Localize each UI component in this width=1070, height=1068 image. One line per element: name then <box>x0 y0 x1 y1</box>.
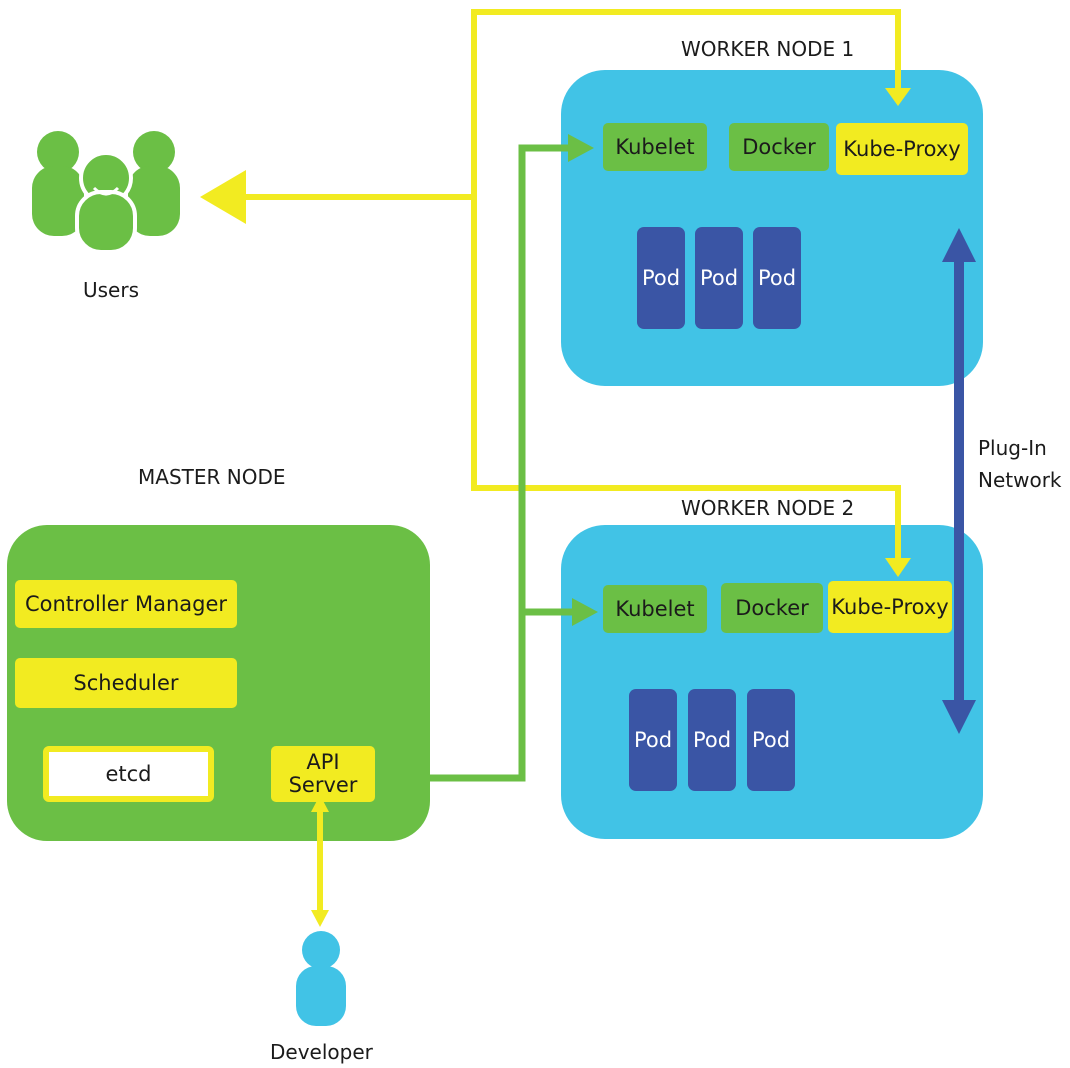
users-arrowhead <box>200 170 246 224</box>
network-arrow-shaft <box>954 252 964 712</box>
controller-manager: Controller Manager <box>15 580 237 628</box>
kubelet1-arrowhead <box>568 134 594 162</box>
pod-worker-2: Pod <box>747 689 795 791</box>
api-server: API Server <box>271 746 375 802</box>
network-arrowhead-bottom <box>942 700 976 734</box>
kubelet-worker-2: Kubelet <box>603 585 707 633</box>
api-server-label-line1: API <box>306 750 340 774</box>
kubelet2-arrowhead <box>572 598 598 626</box>
network-arrowhead-top <box>942 228 976 262</box>
green-line-api-server <box>430 144 572 782</box>
network-label-line1: Plug-In <box>978 436 1047 460</box>
developer-label: Developer <box>270 1040 373 1064</box>
developer-arrow-down <box>311 910 329 927</box>
kube-proxy-worker-2: Kube-Proxy <box>828 581 952 633</box>
pod-worker-2: Pod <box>629 689 677 791</box>
worker-node-1-title: WORKER NODE 1 <box>681 37 855 61</box>
users-icon <box>32 131 180 254</box>
pod-worker-2: Pod <box>688 689 736 791</box>
yellow-line-worker1 <box>471 9 901 560</box>
worker-node-2-title: WORKER NODE 2 <box>681 496 855 520</box>
plug-in-network-label: Plug-In Network <box>978 432 1062 496</box>
master-node-title: MASTER NODE <box>138 465 286 489</box>
pod-worker-1: Pod <box>695 227 743 329</box>
worker1-proxy-arrowhead <box>885 88 911 106</box>
network-label-line2: Network <box>978 468 1062 492</box>
kube-proxy-worker-1: Kube-Proxy <box>836 123 968 175</box>
pod-worker-1: Pod <box>753 227 801 329</box>
developer-arrow-up <box>311 795 329 812</box>
kubelet-worker-1: Kubelet <box>603 123 707 171</box>
users-label: Users <box>83 278 140 302</box>
docker-worker-2: Docker <box>721 583 823 633</box>
worker2-proxy-arrowhead <box>885 558 911 577</box>
developer-icon <box>296 931 346 1026</box>
etcd: etcd <box>43 746 214 802</box>
api-server-label-line2: Server <box>288 773 358 797</box>
docker-worker-1: Docker <box>729 123 829 171</box>
pod-worker-1: Pod <box>637 227 685 329</box>
scheduler: Scheduler <box>15 658 237 708</box>
